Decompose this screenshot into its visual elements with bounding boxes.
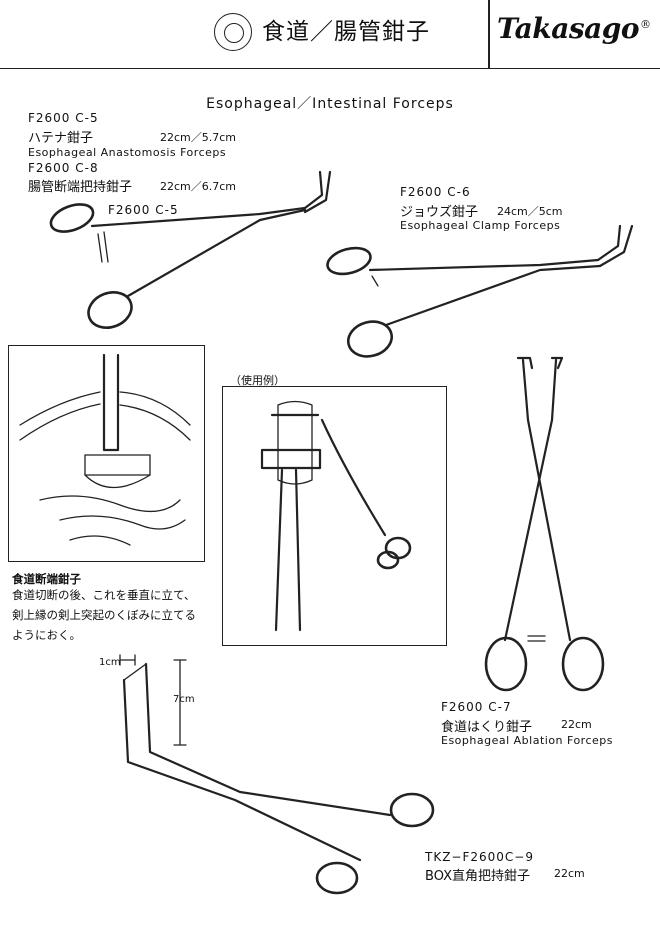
illustration-panel <box>8 345 205 562</box>
c6-size: 24cm／5cm <box>497 205 563 218</box>
c6-name-jp: ジョウズ鉗子 <box>400 205 479 220</box>
c5-code: F2600 C-5 <box>28 111 99 125</box>
seal-icon <box>214 13 252 51</box>
c6-name-en: Esophageal Clamp Forceps <box>400 219 561 232</box>
c7-size: 22cm <box>561 718 592 731</box>
usage-label: （使用例） <box>230 374 285 387</box>
dimension-width-label: 1cm <box>99 657 121 668</box>
c6-code: F2600 C-6 <box>400 185 471 199</box>
c7-name-jp: 食道はくり鉗子 <box>441 720 533 735</box>
c8-name-jp: 腸管断端把持鉗子 <box>28 180 133 195</box>
brand-name: Takasago <box>497 12 640 45</box>
c9-code: TKZ−F2600C−9 <box>425 850 534 864</box>
dimension-height-label: 7cm <box>173 694 195 705</box>
c5-image-label: F2600 C-5 <box>108 203 179 217</box>
c9-size: 22cm <box>554 867 585 880</box>
c7-name-en: Esophageal Ablation Forceps <box>441 734 613 747</box>
c9-name-jp: BOX直角把持鉗子 <box>425 869 530 884</box>
note-line-2: 剣上縁の剣上突起のくぼみに立てる <box>12 608 196 622</box>
page-title: 食道／腸管鉗子 <box>262 19 430 45</box>
brand-logo: Takasago® <box>497 12 651 45</box>
c8-code: F2600 C-8 <box>28 161 99 175</box>
catalog-subtitle: Esophageal／Intestinal Forceps <box>206 96 454 112</box>
c5-name-en: Esophageal Anastomosis Forceps <box>28 146 227 159</box>
note-line-3: ようにおく。 <box>12 628 81 642</box>
usage-example-panel <box>222 386 447 646</box>
c8-size: 22cm／6.7cm <box>160 180 237 193</box>
c5-name-jp: ハテナ鉗子 <box>28 131 94 146</box>
c5-size: 22cm／5.7cm <box>160 131 237 144</box>
note-line-1: 食道切断の後、これを垂直に立て、 <box>12 588 196 602</box>
c7-code: F2600 C-7 <box>441 700 512 714</box>
header-divider <box>488 0 490 68</box>
note-title: 食道断端鉗子 <box>12 572 81 586</box>
registered-mark: ® <box>640 17 651 31</box>
header-bar <box>0 0 660 69</box>
